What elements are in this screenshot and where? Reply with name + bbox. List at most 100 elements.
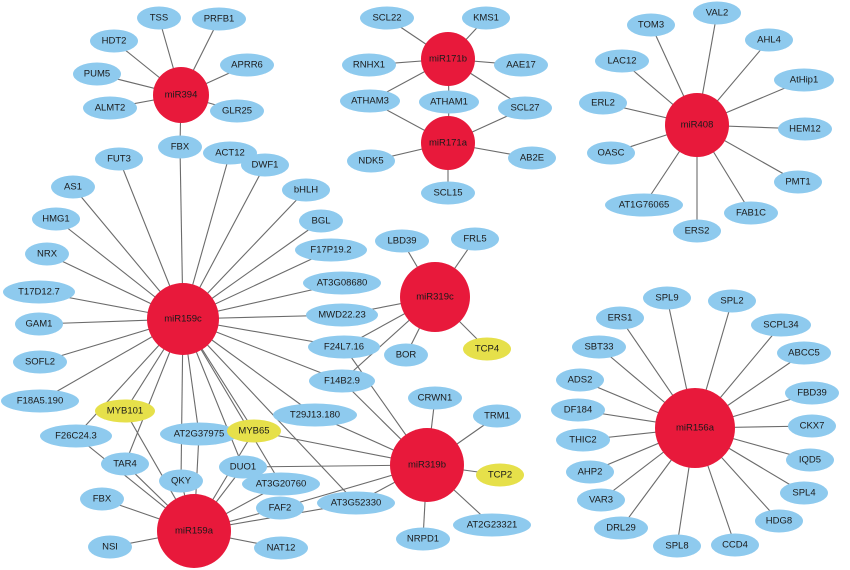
mirna-label: miR319b (408, 460, 446, 471)
target-label: bHLH (294, 185, 318, 196)
target-node-ads2: ADS2 (556, 368, 604, 392)
target-label: CKX7 (800, 421, 825, 432)
target-ellipse (95, 147, 143, 171)
target-label: ALMT2 (95, 103, 126, 114)
target-node-erl2: ERL2 (579, 91, 627, 115)
target-ellipse (347, 149, 395, 173)
target-label: AB2E (520, 153, 544, 164)
mirna-node-mir171b: miR171b (421, 32, 475, 86)
target-label: ACT12 (215, 148, 245, 159)
target-node-gam1: GAM1 (15, 312, 63, 336)
target-ellipse (306, 303, 378, 327)
target-node-nrx: NRX (25, 242, 69, 266)
target-ellipse (159, 469, 203, 493)
target-ellipse (295, 238, 367, 262)
target-ellipse (774, 170, 822, 194)
target-label: ERS1 (608, 313, 633, 324)
target-label: MWD22.23 (318, 310, 366, 321)
target-ellipse (360, 6, 414, 30)
target-label: MYB101 (107, 406, 143, 417)
mirna-circle (655, 388, 735, 468)
target-node-f14b2-9: F14B2.9 (309, 369, 375, 393)
target-ellipse (192, 7, 246, 31)
target-label: FBX (93, 494, 112, 505)
target-ellipse (605, 193, 683, 217)
mirna-label: miR394 (165, 90, 198, 101)
mirna-circle (390, 428, 464, 502)
target-label: DWF1 (252, 160, 279, 171)
target-ellipse (242, 472, 320, 496)
target-ellipse (303, 271, 381, 295)
target-node-nat12: NAT12 (254, 536, 308, 560)
target-label: VAL2 (706, 8, 729, 19)
target-ellipse (317, 491, 395, 515)
target-label: FBD39 (797, 388, 827, 399)
target-node-trm1: TRM1 (473, 404, 521, 428)
target-node-scpl34: SCPL34 (751, 313, 811, 337)
target-node-lac12: LAC12 (595, 49, 649, 73)
target-label: AT2G23321 (467, 520, 518, 531)
target-node-hmg1: HMG1 (32, 207, 80, 231)
target-label: CRWN1 (418, 393, 453, 404)
target-label: AS1 (64, 182, 82, 193)
target-label: SOFL2 (25, 357, 55, 368)
target-ellipse (309, 369, 375, 393)
target-ellipse (777, 341, 831, 365)
target-node-ahl4: AHL4 (745, 28, 793, 52)
target-ellipse (786, 448, 834, 472)
target-node-ckx7: CKX7 (788, 414, 836, 438)
target-ellipse (463, 337, 511, 361)
target-label: NRX (37, 249, 58, 260)
mirna-label: miR171b (429, 54, 467, 65)
target-node-abcc5: ABCC5 (777, 341, 831, 365)
target-label: GAM1 (26, 319, 53, 330)
target-node-fab1c: FAB1C (724, 201, 778, 225)
target-node-faf2: FAF2 (256, 496, 304, 520)
target-ellipse (498, 96, 552, 120)
target-ellipse (566, 460, 614, 484)
target-node-f17p19-2: F17P19.2 (295, 238, 367, 262)
target-label: PRFB1 (204, 14, 235, 25)
target-ellipse (340, 89, 400, 113)
target-label: THIC2 (569, 435, 596, 446)
target-node-ccd4: CCD4 (711, 533, 759, 557)
target-ellipse (476, 463, 524, 487)
target-ellipse (40, 424, 112, 448)
target-ellipse (788, 414, 836, 438)
target-label: AHP2 (578, 467, 603, 478)
target-ellipse (551, 398, 605, 422)
target-ellipse (203, 141, 257, 165)
mirna-label: miR156a (676, 423, 715, 434)
target-node-oasc: OASC (587, 141, 635, 165)
target-ellipse (3, 280, 75, 304)
target-label: TRM1 (484, 411, 510, 422)
target-label: TAR4 (113, 459, 137, 470)
mirna-label: miR171a (429, 138, 468, 149)
target-label: TCP2 (488, 470, 512, 481)
target-label: DF184 (564, 405, 593, 416)
target-node-nrpd1: NRPD1 (396, 527, 450, 551)
mirna-node-mir171a: miR171a (421, 116, 475, 170)
target-label: ADS2 (568, 375, 593, 386)
target-label: AT3G20760 (256, 479, 307, 490)
target-label: PUM5 (84, 69, 110, 80)
target-label: AHL4 (757, 35, 781, 46)
target-label: SPL9 (655, 293, 678, 304)
target-ellipse (83, 96, 137, 120)
mirna-node-mir394: miR394 (153, 67, 209, 123)
target-label: ABCC5 (788, 348, 820, 359)
target-ellipse (708, 289, 756, 313)
target-node-at2g37975: AT2G37975 (160, 422, 238, 446)
target-label: HDT2 (102, 36, 127, 47)
mirna-circle (153, 67, 209, 123)
mirna-circle (157, 494, 231, 568)
target-ellipse (408, 386, 462, 410)
target-node-hem12: HEM12 (778, 117, 832, 141)
target-label: AAE17 (506, 60, 536, 71)
target-ellipse (556, 368, 604, 392)
mirna-node-mir408: miR408 (665, 93, 729, 157)
mirna-label: miR159a (175, 526, 214, 537)
target-ellipse (724, 201, 778, 225)
target-node-bhlh: bHLH (282, 178, 330, 202)
